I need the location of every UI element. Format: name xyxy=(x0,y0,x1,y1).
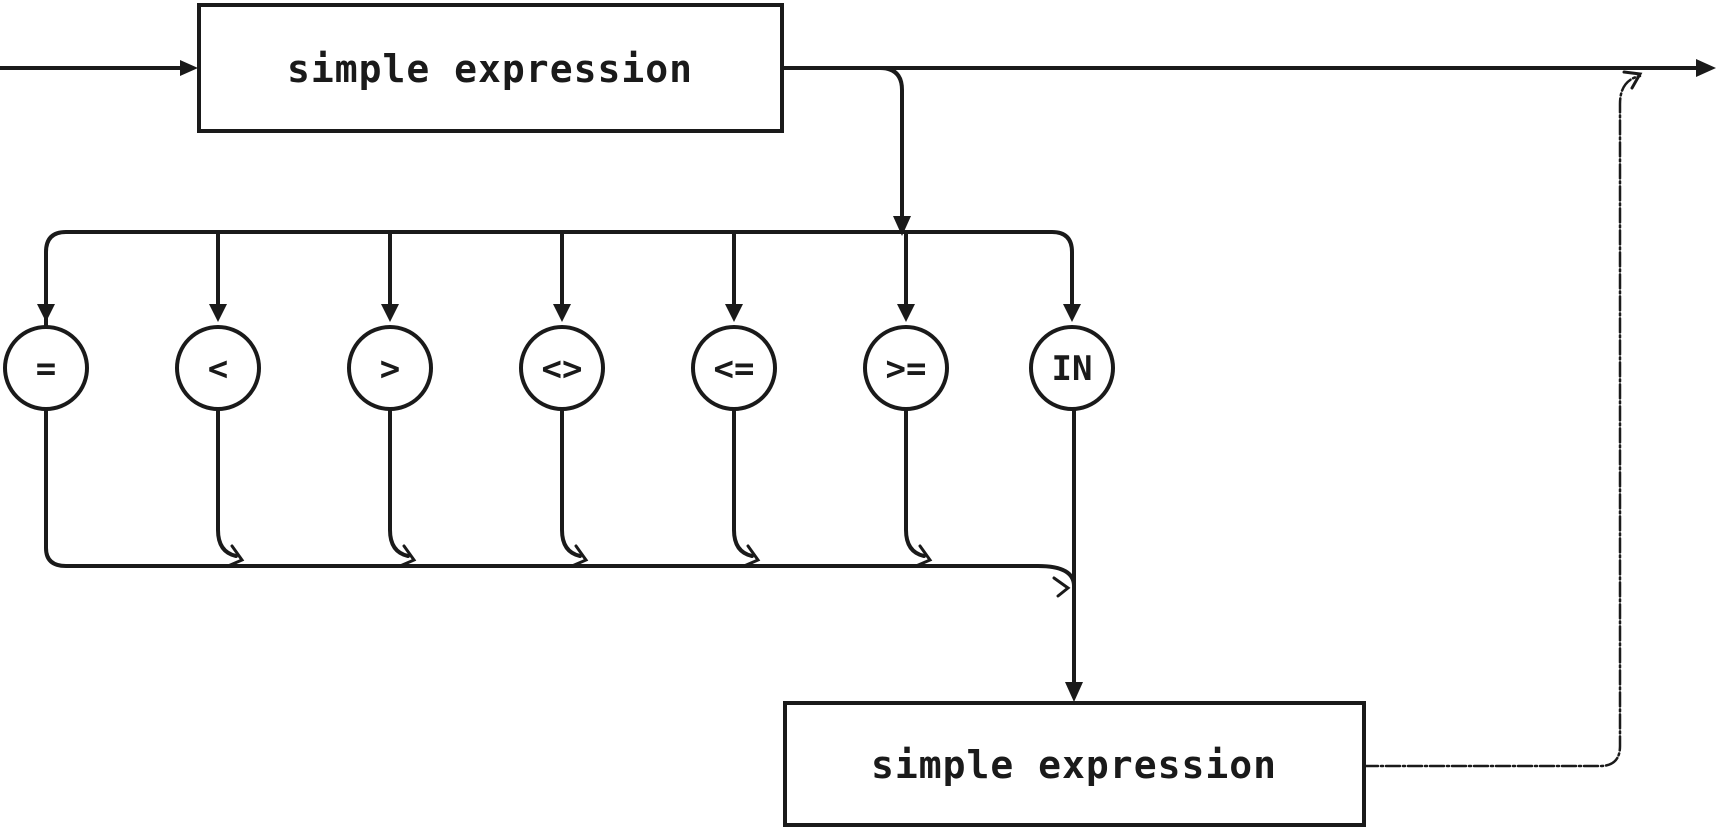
top-simple-expression-label: simple expression xyxy=(287,47,693,91)
operator-circle-less-equal: <= xyxy=(691,325,777,411)
bottom-simple-expression-box xyxy=(783,701,1366,827)
return-arrow xyxy=(1622,70,1643,90)
distribution-bus xyxy=(44,230,1074,332)
operator-symbol: > xyxy=(380,349,400,389)
bottom-box-entry-arrow xyxy=(1065,682,1083,702)
entry-arrow xyxy=(180,60,198,76)
operator-circle-in: IN xyxy=(1029,325,1115,411)
operator-symbol: IN xyxy=(1052,349,1093,389)
branch-down-line xyxy=(878,66,904,234)
operator-drops xyxy=(37,230,1081,322)
operator-symbol: <> xyxy=(542,349,583,389)
operator-circle-less-than: < xyxy=(175,325,261,411)
operator-symbol: < xyxy=(208,349,228,389)
operator-circle-greater-than: > xyxy=(347,325,433,411)
operator-symbol: = xyxy=(36,349,56,389)
branch-down-arrow xyxy=(893,216,911,236)
operator-symbol: <= xyxy=(714,349,755,389)
operator-circle-greater-equal: >= xyxy=(863,325,949,411)
operator-circle-not-equal: <> xyxy=(519,325,605,411)
return-line xyxy=(1362,74,1642,768)
bottom-simple-expression-label: simple expression xyxy=(871,743,1277,787)
operator-circle-equal: = xyxy=(3,325,89,411)
exit-arrow xyxy=(1696,59,1716,77)
collector-lines xyxy=(44,407,1076,598)
operator-symbol: >= xyxy=(886,349,927,389)
